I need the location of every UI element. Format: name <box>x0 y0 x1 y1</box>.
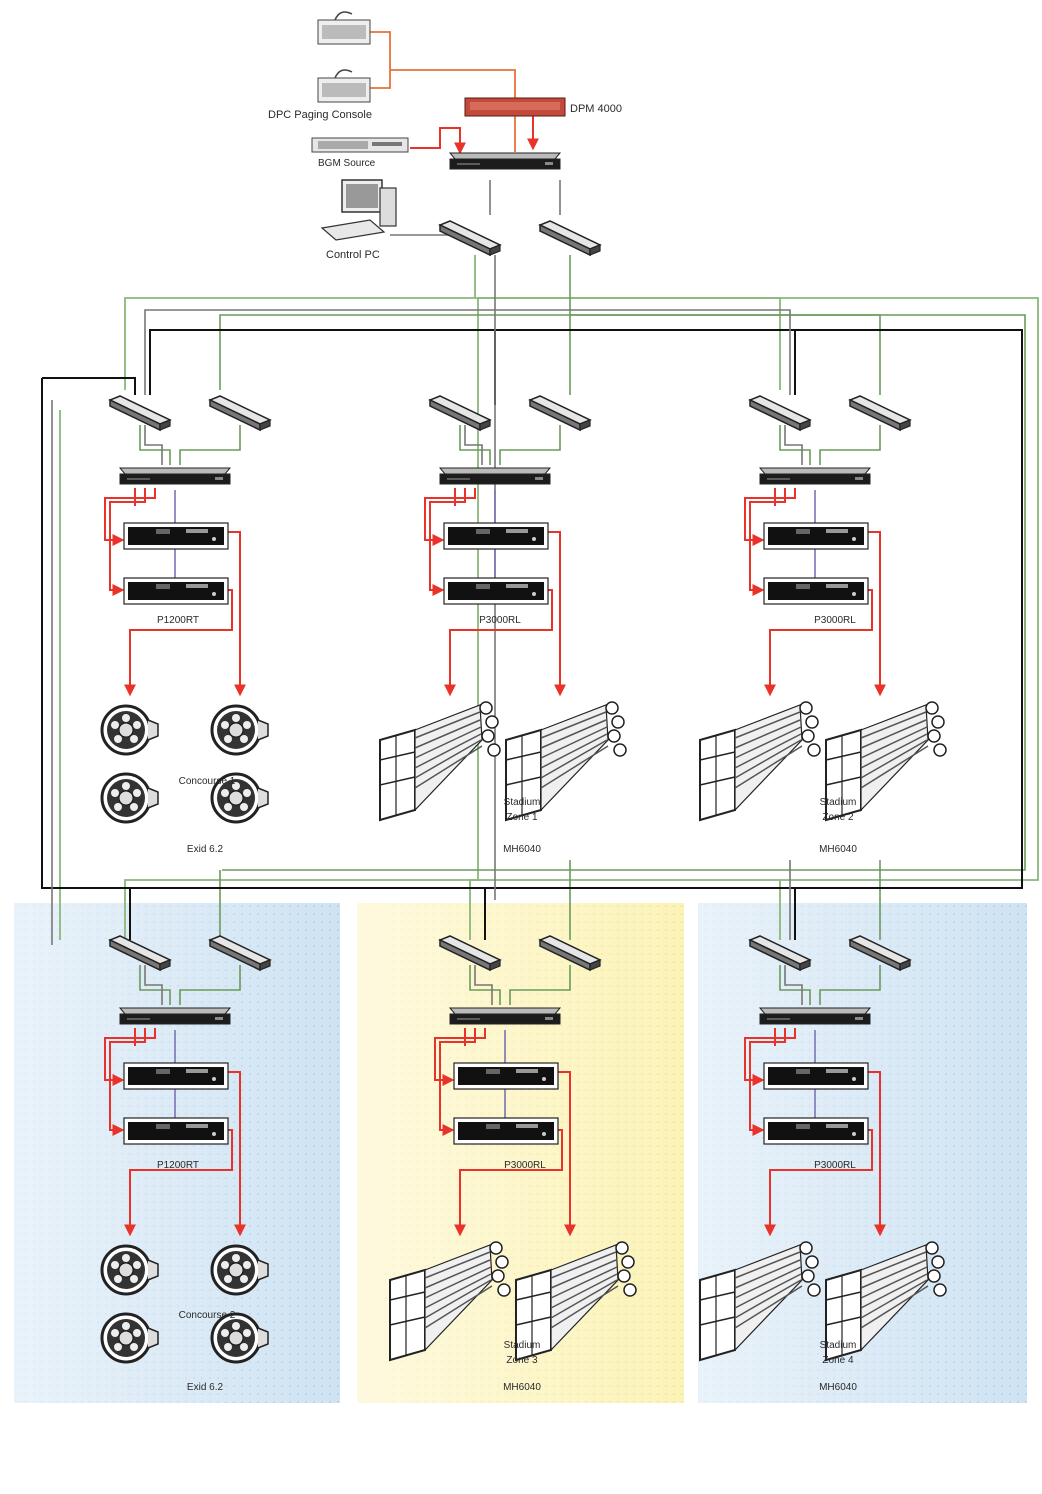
zone-stadium-4: P3000RL Stadium Zone 4 MH6040 <box>700 936 946 1393</box>
control-pc-icon <box>320 179 397 241</box>
stadium-1-zone-label-1: Stadium <box>504 797 541 808</box>
concourse-1-speaker-label: Exid 6.2 <box>187 844 224 855</box>
stadium-1-speaker-label: MH6040 <box>503 844 541 855</box>
paging-console-label: DPC Paging Console <box>268 109 372 121</box>
concourse-2-zone-label: Concourse 2 <box>179 1310 236 1321</box>
stadium-4-zone-label-2: Zone 4 <box>822 1355 854 1366</box>
zone-stadium-3: P3000RL Stadium Zone 3 MH6040 <box>390 936 636 1393</box>
stadium-3-amp-label: P3000RL <box>504 1160 546 1171</box>
concourse-2-speaker-label: Exid 6.2 <box>187 1382 224 1393</box>
concourse-2-amp-label: P1200RT <box>157 1160 199 1171</box>
control-pc-label: Control PC <box>326 249 380 261</box>
bgm-source-label: BGM Source <box>318 158 376 169</box>
stadium-4-zone-label-1: Stadium <box>820 1340 857 1351</box>
stadium-4-amp-label: P3000RL <box>814 1160 856 1171</box>
stadium-2-zone-label-2: Zone 2 <box>822 812 854 823</box>
concourse-1-zone-label: Concourse 1 <box>179 776 236 787</box>
zone-stadium-2: P3000RL Stadium Zone 2 MH6040 <box>700 396 946 855</box>
head-end: DPC Paging Console DPM 4000 BGM Source C… <box>268 11 622 261</box>
paging-console-icon <box>317 11 371 103</box>
zone-concourse-2: P1200RT Concourse 2 Exid 6.2 <box>102 936 270 1393</box>
stadium-3-speaker-label: MH6040 <box>503 1382 541 1393</box>
stadium-3-zone-label-2: Zone 3 <box>506 1355 538 1366</box>
dpm-unit <box>464 97 566 117</box>
stadium-3-zone-label-1: Stadium <box>504 1340 541 1351</box>
dpm-label: DPM 4000 <box>570 103 622 115</box>
zone-concourse-1: P1200RT Concourse 1 Exid 6.2 <box>102 396 270 855</box>
bgm-source-icon <box>311 137 409 153</box>
main-processor <box>449 152 561 170</box>
stadium-2-speaker-label: MH6040 <box>819 844 857 855</box>
network-backbone <box>41 255 1039 945</box>
head-snake-2 <box>539 220 601 256</box>
stadium-1-zone-label-2: Zone 1 <box>506 812 538 823</box>
head-snake-1 <box>439 220 501 256</box>
stadium-2-amp-label: P3000RL <box>814 615 856 626</box>
stadium-4-speaker-label: MH6040 <box>819 1382 857 1393</box>
stadium-1-amp-label: P3000RL <box>479 615 521 626</box>
stadium-2-zone-label-1: Stadium <box>820 797 857 808</box>
concourse-1-amp-label: P1200RT <box>157 615 199 626</box>
zone-stadium-1: P3000RL Stadium Zone 1 MH6040 <box>380 396 626 855</box>
